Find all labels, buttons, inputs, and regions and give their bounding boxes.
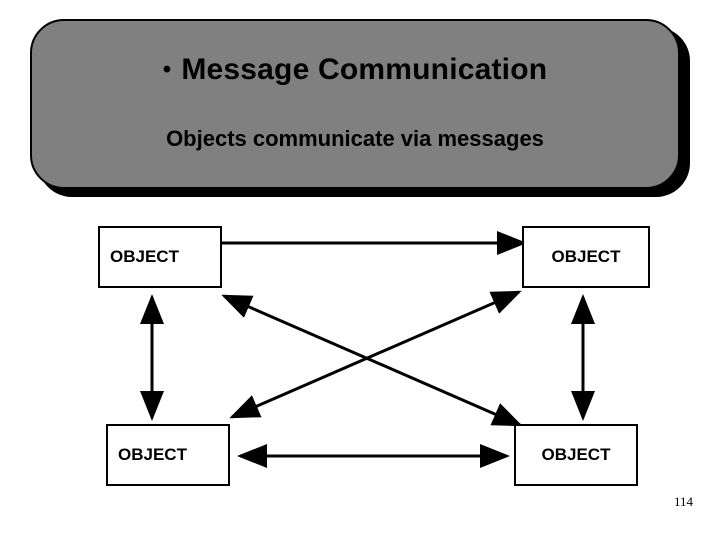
- page-title-text: Message Communication: [181, 53, 548, 86]
- object-node-top-left: OBJECT: [98, 226, 222, 288]
- page-subtitle: Objects communicate via messages: [166, 126, 544, 151]
- diagonal-connector-tl-br: [221, 294, 523, 427]
- object-node-label: OBJECT: [551, 247, 621, 266]
- diagonal-connector-tr-bl: [229, 290, 522, 419]
- bullet-icon: •: [162, 56, 172, 83]
- title-panel: • Message Communication Objects communica…: [30, 19, 680, 189]
- object-node-bottom-left: OBJECT: [106, 424, 230, 486]
- object-node-label: OBJECT: [110, 247, 179, 266]
- object-node-top-right: OBJECT: [522, 226, 650, 288]
- page-title: • Message Communication: [32, 53, 678, 87]
- page-number: 114: [673, 494, 693, 509]
- object-node-label: OBJECT: [118, 445, 187, 464]
- object-node-bottom-right: OBJECT: [514, 424, 638, 486]
- object-node-label: OBJECT: [541, 445, 611, 464]
